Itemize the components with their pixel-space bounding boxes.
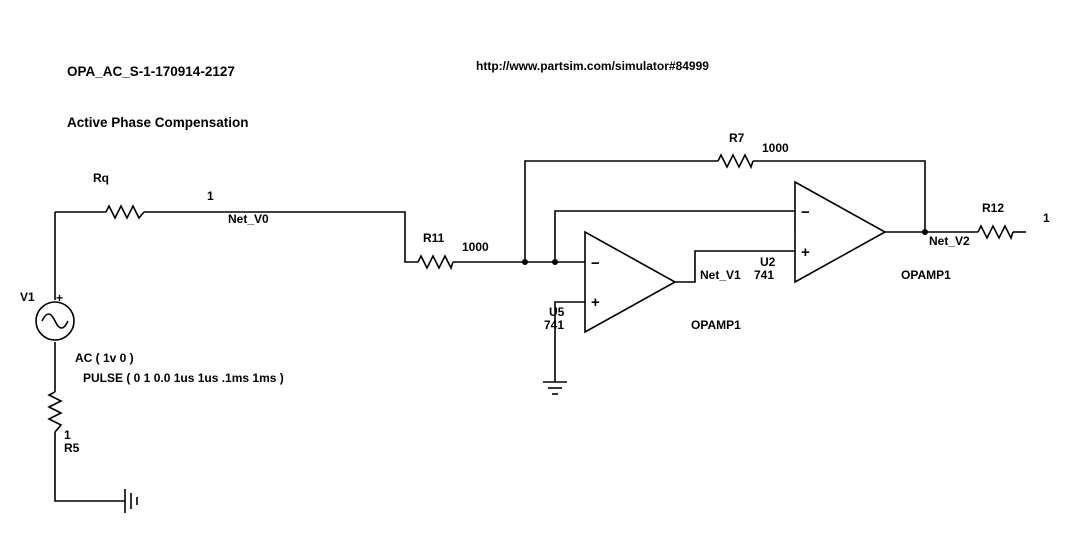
rq-value: 1	[207, 189, 214, 203]
u5-part: 741	[544, 318, 564, 332]
wire-net-v0	[144, 211, 418, 263]
resistor-rq[interactable]	[105, 204, 145, 220]
opamp-u2[interactable]	[794, 180, 887, 284]
r11-name: R11	[423, 231, 445, 245]
opamp-u5-triangle	[584, 230, 677, 334]
r12-name: R12	[982, 201, 1004, 215]
source-circle	[35, 301, 75, 341]
junction-dot	[552, 259, 558, 265]
r5-name: R5	[64, 441, 80, 455]
r5-value: 1	[64, 428, 71, 442]
u5-model: OPAMP1	[691, 318, 741, 332]
u5-minus-sign: −	[591, 255, 600, 272]
wire-net-v1	[675, 250, 795, 283]
net-v0-label: Net_V0	[228, 212, 269, 226]
r11-value: 1000	[462, 240, 489, 254]
opamp-u5[interactable]	[584, 230, 677, 334]
sine-wave-icon	[41, 313, 69, 329]
r7-name: R7	[729, 131, 745, 145]
net-v1-label: Net_V1	[700, 268, 741, 282]
r12-value: 1	[1043, 211, 1050, 225]
u5-plus-sign: +	[591, 294, 600, 311]
wire-r7-right	[753, 160, 926, 232]
u5-name: U5	[549, 305, 565, 319]
resistor-r7[interactable]	[717, 153, 754, 170]
u2-plus-sign: +	[801, 244, 810, 261]
source-name: V1	[20, 290, 35, 304]
source-ac-param: AC ( 1v 0 )	[75, 351, 134, 365]
schematic-title: OPA_AC_S-1-170914-2127	[67, 64, 235, 79]
wire-u2-minus	[554, 210, 795, 262]
source-pulse-param: PULSE ( 0 1 0.0 1us 1us .1ms 1ms )	[83, 371, 284, 385]
u2-part: 741	[754, 268, 774, 282]
rq-name: Rq	[93, 171, 109, 185]
junction-dot	[522, 259, 528, 265]
source-plus-sign: +	[56, 291, 63, 305]
junction-dot	[922, 229, 928, 235]
u2-name: U2	[760, 255, 776, 269]
opamp-u2-triangle	[794, 180, 887, 284]
resistor-r12[interactable]	[977, 224, 1014, 241]
net-v2-label: Net_V2	[929, 234, 970, 248]
resistor-r11[interactable]	[417, 254, 454, 271]
wires	[54, 160, 1026, 502]
voltage-source-v1[interactable]	[35, 301, 75, 341]
wire-r5-ground	[54, 432, 125, 502]
r7-value: 1000	[762, 141, 789, 155]
wire-r7-left	[524, 160, 718, 262]
u2-model: OPAMP1	[901, 268, 951, 282]
wire-u5-plus-ground	[554, 301, 585, 382]
u2-minus-sign: −	[801, 204, 810, 221]
ground-v1-icon	[124, 489, 138, 513]
resistor-r5[interactable]	[47, 391, 63, 433]
schematic-subtitle: Active Phase Compensation	[67, 115, 249, 130]
ground-u5-icon	[543, 381, 567, 395]
simulator-url: http://www.partsim.com/simulator#84999	[476, 59, 709, 73]
